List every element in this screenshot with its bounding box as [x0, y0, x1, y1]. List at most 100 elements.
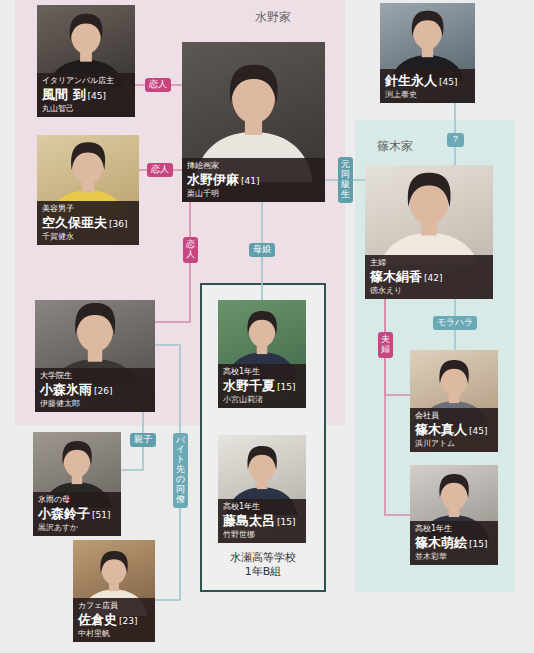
caption-panel: 会社員篠木真人[45]浜川アトム: [410, 408, 498, 452]
portrait-placeholder: [365, 165, 493, 265]
actor-name: 千賀健永: [42, 232, 135, 242]
name-line: 篠木絹香[42]: [370, 268, 489, 286]
relation-label: 元同級生: [338, 157, 353, 203]
character-card: 挿絵画家水野伊麻[41]栗山千明: [182, 42, 325, 202]
caption-panel: 針生永人[45]渕上泰史: [380, 69, 475, 103]
character-name: 空久保亜夫: [42, 215, 107, 230]
character-card: 高校1年生篠木萌絵[15]並木彩華: [410, 465, 498, 565]
name-line: 風間 到[45]: [42, 86, 131, 104]
relation-label: 母娘: [249, 243, 275, 257]
relation-label: 親子: [130, 433, 156, 447]
character-name: 篠木真人: [415, 422, 467, 437]
role-text: 美容男子: [42, 204, 135, 214]
relation-label: 夫婦: [378, 332, 393, 358]
actor-name: 中村里帆: [78, 629, 151, 639]
age-text: [36]: [109, 219, 127, 229]
caption-panel: 高校1年生篠木萌絵[15]並木彩華: [410, 521, 498, 565]
name-line: 篠木萌絵[15]: [415, 534, 494, 552]
character-name: 針生永人: [385, 73, 437, 88]
character-card: 主婦篠木絹香[42]徳永えり: [365, 165, 493, 299]
role-text: 氷雨の母: [38, 495, 117, 505]
relation-label: 恋人: [145, 78, 171, 92]
name-line: 針生永人[45]: [385, 72, 471, 90]
role-text: 高校1年生: [415, 524, 494, 534]
name-line: 佐倉史[23]: [78, 611, 151, 629]
age-text: [15]: [277, 382, 295, 392]
name-line: 小森氷雨[26]: [40, 381, 151, 399]
relation-label: 恋人: [147, 163, 173, 177]
age-text: [45]: [88, 91, 106, 101]
role-text: 大学院生: [40, 371, 151, 381]
character-card: 高校1年生水野千夏[15]小宮山莉渚: [218, 300, 306, 408]
caption-panel: 大学院生小森氷雨[26]伊藤健太郎: [35, 368, 155, 412]
character-card: 氷雨の母小森鈴子[51]黒沢あすか: [33, 432, 121, 536]
character-card: 大学院生小森氷雨[26]伊藤健太郎: [35, 300, 155, 412]
character-card: カフェ店員佐倉史[23]中村里帆: [73, 540, 155, 642]
role-text: カフェ店員: [78, 601, 151, 611]
character-name: 水野千夏: [223, 378, 275, 393]
role-text: 高校1年生: [223, 502, 302, 512]
actor-name: 丸山智己: [42, 104, 131, 114]
character-name: 小森鈴子: [38, 506, 90, 521]
actor-name: 小宮山莉渚: [223, 395, 302, 405]
relation-label: モラハラ: [433, 316, 477, 330]
character-card: 針生永人[45]渕上泰史: [380, 3, 475, 103]
relation-label: 恋人: [183, 237, 198, 263]
age-text: [51]: [92, 510, 110, 520]
role-text: イタリアンバル店主: [42, 76, 131, 86]
name-line: 水野千夏[15]: [223, 377, 302, 395]
character-name: 篠木絹香: [370, 269, 422, 284]
actor-name: 竹野世梛: [223, 530, 302, 540]
role-text: 挿絵画家: [187, 161, 321, 171]
character-card: 会社員篠木真人[45]浜川アトム: [410, 350, 498, 452]
caption-panel: イタリアンバル店主風間 到[45]丸山智己: [37, 73, 135, 117]
region-title: 水野家: [255, 9, 291, 26]
caption-panel: 美容男子空久保亜夫[36]千賀健永: [37, 201, 139, 245]
age-text: [41]: [241, 176, 259, 186]
age-text: [45]: [469, 426, 487, 436]
age-text: [26]: [94, 386, 112, 396]
age-text: [42]: [424, 273, 442, 283]
role-text: 高校1年生: [223, 367, 302, 377]
caption-panel: 氷雨の母小森鈴子[51]黒沢あすか: [33, 492, 121, 536]
role-text: 主婦: [370, 258, 489, 268]
relation-label: ？: [447, 133, 464, 147]
actor-name: 伊藤健太郎: [40, 399, 151, 409]
name-line: 小森鈴子[51]: [38, 505, 117, 523]
character-name: 水野伊麻: [187, 172, 239, 187]
title-wrap: 水瀬高等学校 1年B組: [202, 551, 324, 580]
caption-panel: カフェ店員佐倉史[23]中村里帆: [73, 598, 155, 642]
caption-panel: 高校1年生水野千夏[15]小宮山莉渚: [218, 364, 306, 408]
group-title: 水瀬高等学校 1年B組: [223, 551, 303, 580]
region-title: 篠木家: [377, 138, 413, 155]
character-name: 藤島太呂: [223, 513, 275, 528]
caption-panel: 挿絵画家水野伊麻[41]栗山千明: [182, 158, 325, 202]
age-text: [45]: [439, 77, 457, 87]
character-card: イタリアンバル店主風間 到[45]丸山智己: [37, 5, 135, 117]
caption-panel: 高校1年生藤島太呂[15]竹野世梛: [218, 499, 306, 543]
age-text: [15]: [277, 517, 295, 527]
actor-name: 渕上泰史: [385, 90, 471, 100]
name-line: 篠木真人[45]: [415, 421, 494, 439]
class-group: 水瀬高等学校 1年B組高校1年生水野千夏[15]小宮山莉渚高校1年生藤島太呂[1…: [200, 283, 326, 592]
character-name: 小森氷雨: [40, 382, 92, 397]
caption-panel: 主婦篠木絹香[42]徳永えり: [365, 255, 493, 299]
name-line: 藤島太呂[15]: [223, 512, 302, 530]
actor-name: 浜川アトム: [415, 439, 494, 449]
name-line: 空久保亜夫[36]: [42, 214, 135, 232]
actor-name: 栗山千明: [187, 189, 321, 199]
role-text: 会社員: [415, 411, 494, 421]
age-text: [23]: [119, 616, 137, 626]
character-name: 篠木萌絵: [415, 535, 467, 550]
age-text: [15]: [469, 539, 487, 549]
actor-name: 黒沢あすか: [38, 523, 117, 533]
character-card: 美容男子空久保亜夫[36]千賀健永: [37, 135, 139, 245]
relation-label: バイト先の同僚: [173, 433, 188, 508]
character-card: 高校1年生藤島太呂[15]竹野世梛: [218, 435, 306, 543]
actor-name: 並木彩華: [415, 552, 494, 562]
character-name: 佐倉史: [78, 612, 117, 627]
actor-name: 徳永えり: [370, 286, 489, 296]
character-name: 風間 到: [42, 87, 86, 102]
name-line: 水野伊麻[41]: [187, 171, 321, 189]
